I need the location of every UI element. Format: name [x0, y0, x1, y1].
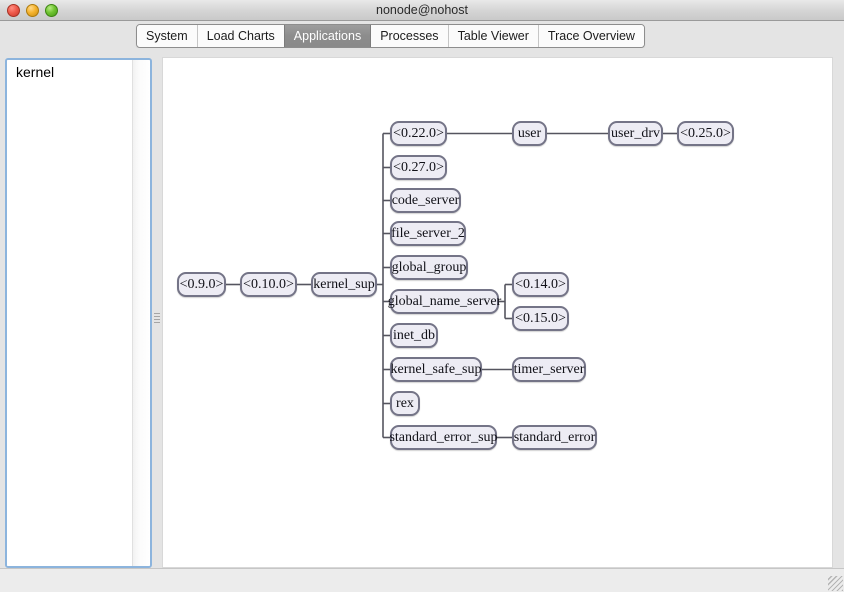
process-node[interactable]: standard_error_sup: [389, 425, 498, 450]
process-node[interactable]: <0.9.0>: [177, 272, 226, 297]
window-titlebar: nonode@nohost: [0, 0, 844, 21]
minimize-button[interactable]: [26, 4, 39, 17]
process-node[interactable]: kernel_safe_sup: [390, 357, 482, 382]
process-tree: <0.9.0> <0.10.0> kernel_sup <0.22.0> <0.27.0…: [163, 58, 832, 567]
zoom-button[interactable]: [45, 4, 58, 17]
close-button[interactable]: [7, 4, 20, 17]
tab-system[interactable]: System: [137, 25, 197, 47]
process-tree-edges: [226, 132, 677, 439]
process-node[interactable]: <0.10.0>: [240, 272, 297, 297]
process-node[interactable]: <0.14.0>: [512, 272, 569, 297]
application-list-scrollbar[interactable]: [132, 60, 150, 566]
process-tree-canvas[interactable]: <0.9.0> <0.10.0> kernel_sup <0.22.0> <0.27.0…: [162, 57, 833, 568]
tab-load-charts[interactable]: Load Charts: [196, 25, 284, 47]
process-node[interactable]: <0.15.0>: [512, 306, 569, 331]
process-node[interactable]: <0.25.0>: [677, 121, 734, 146]
process-node[interactable]: <0.22.0>: [390, 121, 447, 146]
tab-trace-overview[interactable]: Trace Overview: [537, 25, 644, 47]
splitter-grip-icon: [154, 313, 160, 323]
process-node[interactable]: user_drv: [608, 121, 663, 146]
process-node[interactable]: global_name_server: [388, 289, 501, 314]
application-list-panel: kernel: [5, 58, 152, 568]
tab-table-viewer[interactable]: Table Viewer: [447, 25, 538, 47]
process-node[interactable]: timer_server: [512, 357, 586, 382]
process-node[interactable]: file_server_2: [390, 221, 466, 246]
process-node[interactable]: global_group: [390, 255, 468, 280]
status-bar: [0, 568, 844, 592]
process-node[interactable]: code_server: [390, 188, 461, 213]
panel-splitter[interactable]: [152, 58, 162, 568]
process-node[interactable]: inet_db: [390, 323, 438, 348]
process-node[interactable]: user: [512, 121, 547, 146]
resize-grip-icon[interactable]: [828, 576, 843, 591]
process-node[interactable]: <0.27.0>: [390, 155, 447, 180]
window-controls: [7, 4, 58, 17]
process-node[interactable]: kernel_sup: [311, 272, 377, 297]
application-list[interactable]: kernel: [7, 60, 132, 566]
process-node[interactable]: rex: [390, 391, 420, 416]
list-item[interactable]: kernel: [16, 64, 55, 80]
window-title: nonode@nohost: [376, 3, 468, 17]
tab-processes[interactable]: Processes: [370, 25, 448, 47]
content-area: kernel <0.9.0> <0.10.0> kernel_sup <0.22.0>…: [0, 48, 844, 568]
process-node[interactable]: standard_error: [512, 425, 597, 450]
tab-applications[interactable]: Applications: [283, 25, 371, 47]
